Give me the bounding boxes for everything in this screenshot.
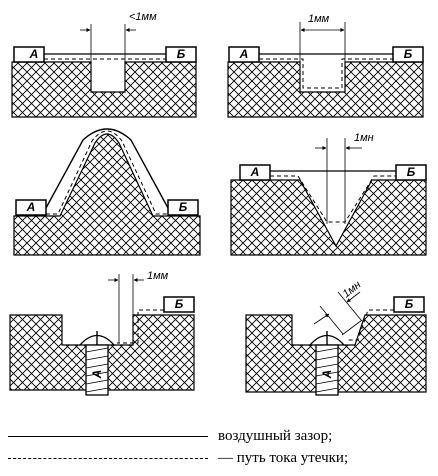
terminal-b-label: Б [404, 47, 413, 61]
panel-screw-recess-left: 1мм Б А [9, 270, 195, 396]
legend-air-gap: воздушный зазор; [8, 427, 332, 445]
screw-label: А [90, 370, 104, 380]
terminal-a [15, 199, 47, 216]
terminal-b [393, 296, 425, 313]
terminal-a-label: А [26, 200, 36, 214]
terminal-a [239, 164, 271, 181]
dimension-label: 1мн [354, 132, 374, 144]
dimension-arrow [346, 291, 361, 303]
terminal-b [167, 199, 199, 216]
terminal-a-label: А [29, 47, 39, 61]
legend-air-gap-text: воздушный зазор; [218, 427, 333, 444]
screw-shank [315, 344, 339, 396]
terminal-b [395, 164, 427, 181]
terminal-b-label: Б [405, 297, 414, 311]
leakage-path-line [347, 309, 394, 341]
dimension-label: <1мм [129, 11, 157, 23]
terminal-a-label: А [250, 165, 260, 179]
panel-wide-slot: 1мм А Б [227, 13, 424, 118]
dimension-arrow [313, 313, 330, 325]
panel-v-groove: 1мн А Б [230, 132, 427, 256]
panel-narrow-slot: А Б <1мм [11, 11, 197, 118]
terminal-b [163, 296, 195, 313]
rib-outline [45, 128, 169, 209]
insulator-body [230, 179, 427, 256]
leakage-path-line [46, 130, 168, 215]
leakage-path-line [259, 58, 393, 89]
insulator-body [13, 133, 201, 256]
dimension-label: 1мн [340, 279, 363, 301]
legend-leakage-path: — путь тока утечки; [8, 449, 348, 467]
screw-label: А [320, 370, 334, 380]
leakage-path-line [117, 309, 164, 344]
air-gap-line [341, 319, 363, 336]
dimension-label: 1мм [308, 13, 330, 25]
terminal-b-label: Б [177, 47, 186, 61]
screw-shank [85, 344, 109, 396]
leakage-path-line [270, 175, 396, 223]
dashed-line-sample [8, 457, 208, 459]
solid-line-sample [8, 435, 208, 437]
insulator-body [11, 61, 197, 118]
insulator-body [227, 61, 424, 118]
terminal-b-label: Б [179, 200, 188, 214]
legend-leakage-path-text: — путь тока утечки; [218, 449, 349, 466]
panel-screw-recess-right: 1мн Б А [245, 279, 427, 396]
panel-rib: А Б [13, 128, 201, 256]
terminal-b-label: Б [175, 297, 184, 311]
terminal-b-label: Б [407, 165, 416, 179]
terminal-a-label: А [239, 47, 249, 61]
dimension-label: 1мм [147, 270, 169, 282]
